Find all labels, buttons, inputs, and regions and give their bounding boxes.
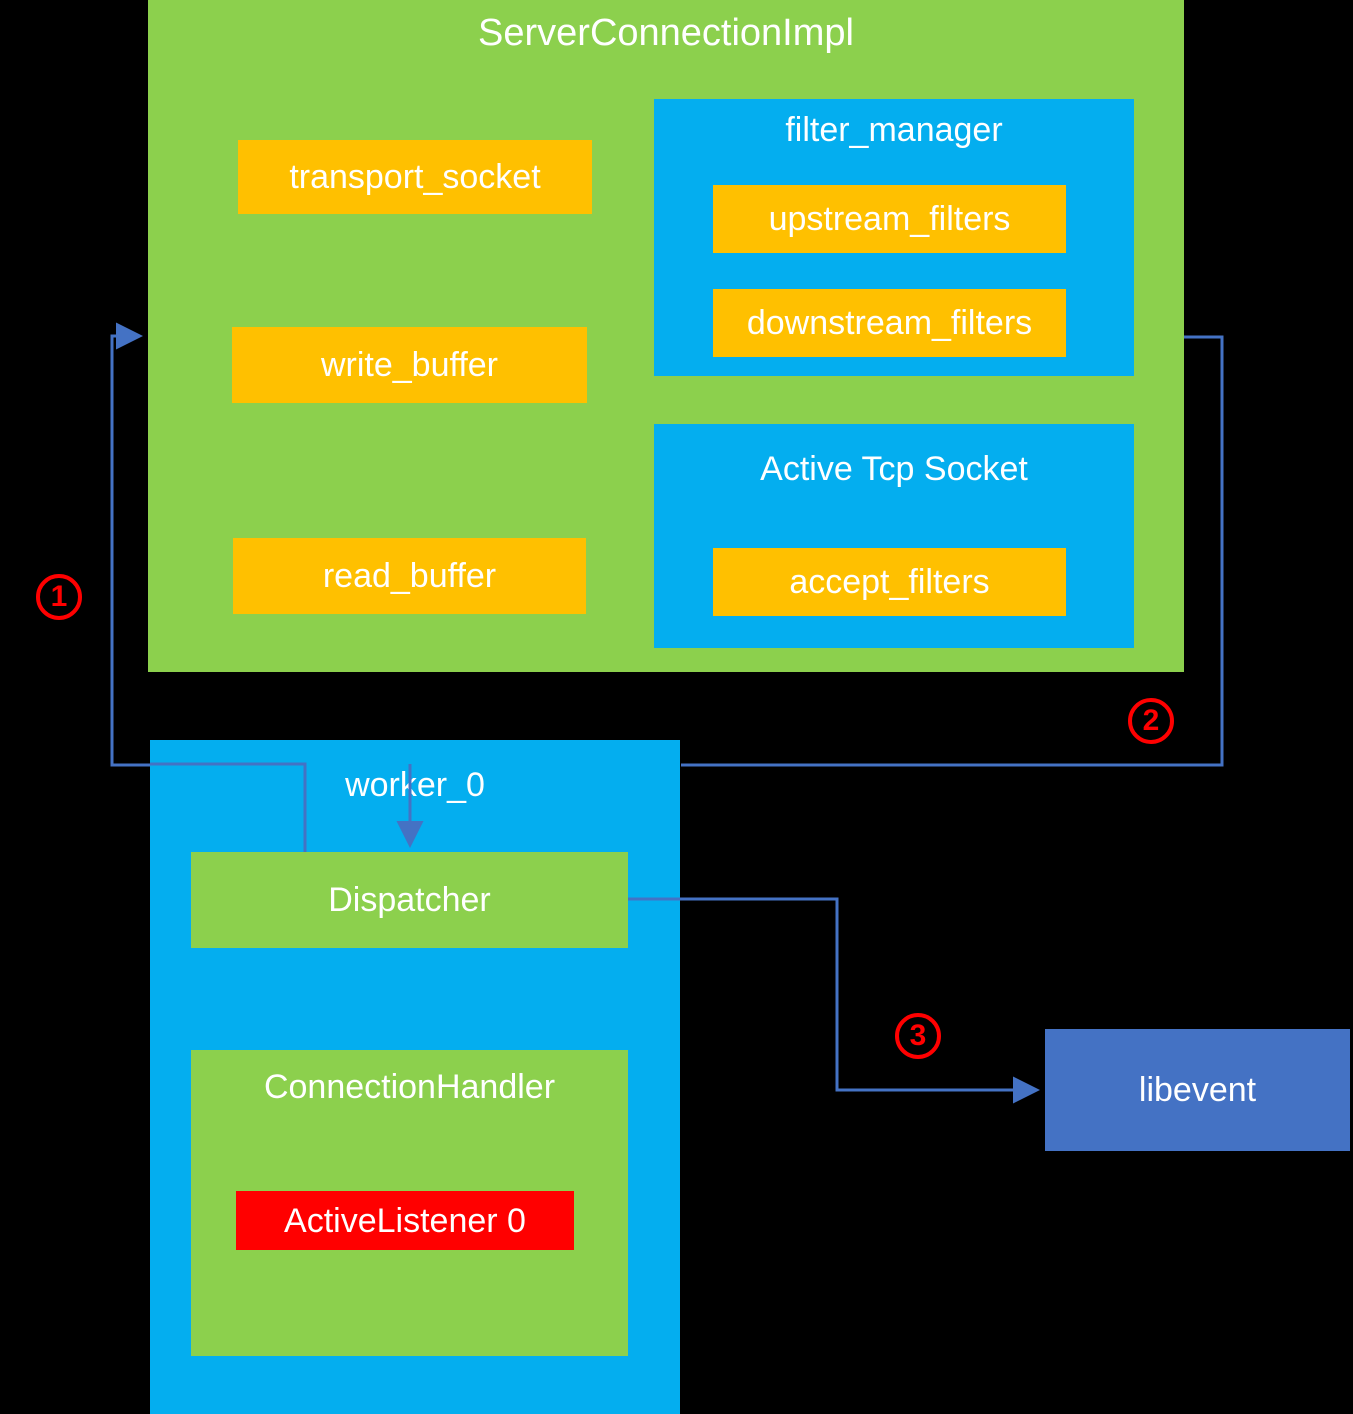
write-buffer-box: write_buffer — [232, 327, 587, 403]
transport-socket-box: transport_socket — [238, 140, 592, 214]
downstream-filters-label: downstream_filters — [746, 304, 1033, 342]
step-marker-1: 1 — [36, 574, 82, 620]
upstream-filters-label: upstream_filters — [768, 200, 1011, 238]
step-marker-1-number: 1 — [50, 580, 68, 613]
connection-handler-title: ConnectionHandler — [263, 1068, 556, 1106]
worker-0-title: worker_0 — [345, 766, 485, 804]
active-tcp-socket-title: Active Tcp Socket — [760, 450, 1028, 488]
step-marker-2-number: 2 — [1142, 704, 1160, 737]
active-listener-0-label: ActiveListener 0 — [284, 1201, 526, 1240]
step-marker-3: 3 — [895, 1013, 941, 1059]
libevent-box: libevent — [1045, 1029, 1350, 1151]
libevent-label: libevent — [1138, 1071, 1257, 1109]
dispatcher-box: Dispatcher — [191, 852, 628, 948]
write-buffer-label: write_buffer — [320, 346, 499, 384]
transport-socket-label: transport_socket — [289, 158, 541, 196]
upstream-filters-box: upstream_filters — [713, 185, 1066, 253]
active-listener-0-box: ActiveListener 0 — [236, 1191, 574, 1250]
accept-filters-label: accept_filters — [789, 563, 990, 601]
downstream-filters-box: downstream_filters — [713, 289, 1066, 357]
connector-worker-to-server-connection — [110, 322, 150, 767]
dispatcher-label: Dispatcher — [328, 881, 491, 919]
server-connection-impl-title: ServerConnectionImpl — [478, 12, 854, 54]
accept-filters-box: accept_filters — [713, 548, 1066, 616]
step-marker-2: 2 — [1128, 698, 1174, 744]
connector-dispatcher-to-libevent — [628, 897, 1040, 1104]
step-marker-3-number: 3 — [909, 1019, 927, 1052]
filter-manager-title: filter_manager — [785, 111, 1003, 149]
read-buffer-label: read_buffer — [322, 557, 497, 595]
read-buffer-box: read_buffer — [233, 538, 586, 614]
